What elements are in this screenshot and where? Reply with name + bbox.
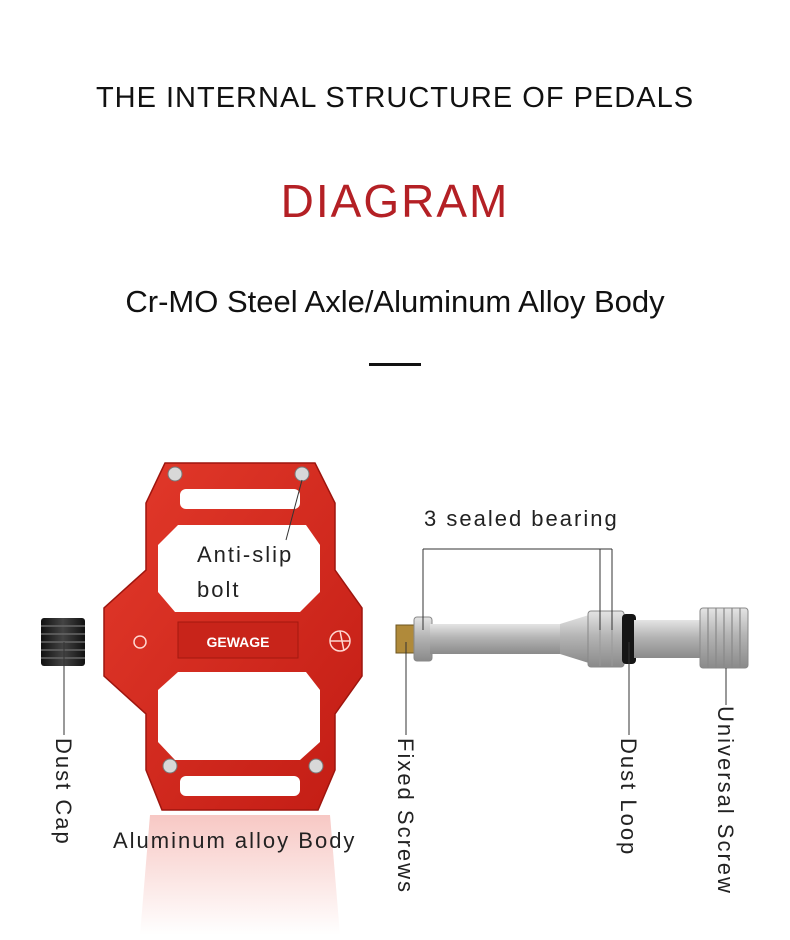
label-universal-screw: Universal Screw [713, 706, 738, 895]
label-aluminum-body: Aluminum alloy Body [113, 828, 357, 853]
label-fixed-screws: Fixed Screws [393, 738, 418, 895]
pedal-brand: GEWAGE [206, 634, 269, 650]
axle-part [395, 607, 749, 669]
label-dust-loop: Dust Loop [616, 738, 641, 857]
label-dust-cap: Dust Cap [51, 738, 76, 846]
label-anti-slip-2: bolt [197, 577, 241, 602]
material-subtitle: Cr-MO Steel Axle/Aluminum Alloy Body [125, 284, 665, 319]
label-anti-slip-1: Anti-slip [197, 542, 294, 567]
divider [369, 363, 421, 366]
pedal-body [103, 462, 363, 811]
anti-slip-leader [285, 479, 303, 541]
page-title: THE INTERNAL STRUCTURE OF PEDALS [95, 82, 695, 114]
diagram-heading: DIAGRAM [280, 175, 510, 227]
dust-cap-part [41, 618, 85, 666]
bearing-leaders [422, 548, 613, 630]
label-sealed-bearing: 3 sealed bearing [424, 506, 619, 531]
pedal-reflection [140, 815, 340, 935]
